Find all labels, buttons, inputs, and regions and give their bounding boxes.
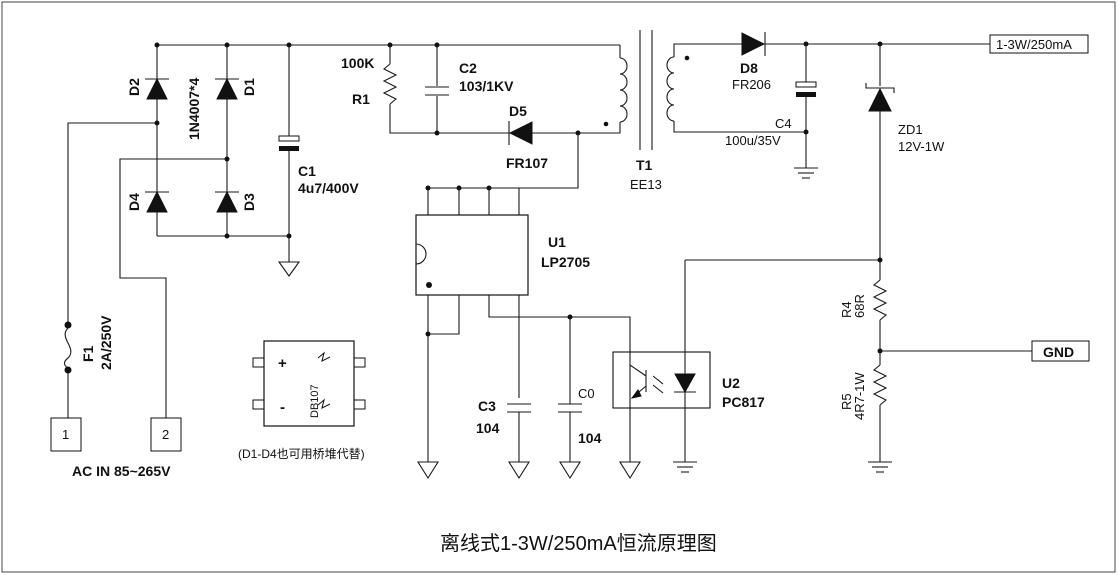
pin2-label: 2 bbox=[162, 427, 169, 442]
u2-ref: U2 bbox=[722, 375, 740, 391]
capacitor-c3 bbox=[507, 403, 531, 480]
d2-label: D2 bbox=[126, 78, 142, 96]
c0-value: 104 bbox=[578, 430, 602, 446]
ground-c1 bbox=[277, 261, 301, 277]
zd1-ref: ZD1 bbox=[898, 122, 923, 137]
c2-value: 103/1KV bbox=[459, 78, 514, 94]
db-plus: + bbox=[278, 355, 287, 372]
r5-ref: R5 bbox=[839, 393, 854, 410]
ground-u1 bbox=[417, 461, 439, 480]
f1-ref: F1 bbox=[80, 345, 96, 362]
bridge-rectifier bbox=[67, 44, 620, 418]
c1-ref: C1 bbox=[298, 163, 316, 179]
ac-input-label: AC IN 85~265V bbox=[72, 463, 171, 479]
diode-d2 bbox=[145, 77, 169, 100]
r4-value: 68R bbox=[852, 294, 867, 318]
resistor-r5 bbox=[868, 364, 892, 473]
d1-label: D1 bbox=[241, 78, 257, 96]
bridge-package-db107: + - DB107 bbox=[252, 340, 366, 427]
gnd-label: GND bbox=[1043, 344, 1074, 360]
ground-u2-transistor bbox=[619, 461, 641, 480]
ac-terminal-1: 1 bbox=[50, 417, 82, 452]
d3-label: D3 bbox=[241, 193, 257, 211]
r5-value: 4R7-1W bbox=[852, 372, 867, 420]
zener-zd1 bbox=[865, 44, 895, 280]
db-minus: - bbox=[280, 399, 285, 416]
capacitor-c1 bbox=[278, 135, 300, 151]
ac-terminal-2: 2 bbox=[150, 417, 182, 452]
output-terminal: 1-3W/250mA bbox=[989, 34, 1089, 54]
diode-d4 bbox=[145, 190, 169, 213]
diode-d8 bbox=[741, 32, 766, 56]
zd1-value: 12V-1W bbox=[898, 139, 945, 154]
gnd-terminal: GND bbox=[1031, 340, 1090, 362]
d5-value: FR107 bbox=[506, 155, 548, 171]
db-ref: DB107 bbox=[309, 384, 321, 418]
diode-d1 bbox=[215, 77, 239, 100]
capacitor-c0 bbox=[558, 317, 582, 480]
c0-ref: C0 bbox=[578, 386, 595, 401]
diagram-title: 离线式1-3W/250mA恒流原理图 bbox=[440, 532, 717, 555]
u1-ref: U1 bbox=[548, 234, 566, 250]
u2-value: PC817 bbox=[722, 394, 765, 410]
r4-ref: R4 bbox=[839, 301, 854, 318]
diode-d3 bbox=[215, 190, 239, 213]
r1-ref: R1 bbox=[352, 91, 370, 107]
u1-value: LP2705 bbox=[541, 254, 590, 270]
d5-ref: D5 bbox=[509, 103, 527, 119]
diode-part-label: 1N4007*4 bbox=[186, 78, 202, 140]
t1-value: EE13 bbox=[630, 177, 662, 192]
transformer-t1 bbox=[578, 30, 806, 150]
d8-value: FR206 bbox=[732, 77, 771, 92]
c1-value: 4u7/400V bbox=[298, 180, 359, 196]
pin1-label: 1 bbox=[62, 427, 69, 442]
ic-u1 bbox=[415, 214, 631, 462]
c3-value: 104 bbox=[476, 420, 500, 436]
db-note: (D1-D4也可用桥堆代替) bbox=[238, 447, 365, 461]
f1-value: 2A/250V bbox=[98, 315, 114, 370]
output-label: 1-3W/250mA bbox=[996, 37, 1072, 52]
c2-ref: C2 bbox=[459, 60, 477, 76]
capacitor-c4 bbox=[794, 44, 818, 179]
d8-ref: D8 bbox=[740, 60, 758, 76]
c4-ref: C4 bbox=[775, 116, 792, 131]
t1-ref: T1 bbox=[636, 157, 653, 173]
diode-d5 bbox=[508, 121, 533, 145]
c3-ref: C3 bbox=[478, 398, 496, 414]
optocoupler-u2 bbox=[612, 260, 711, 473]
fuse-f1 bbox=[63, 321, 72, 374]
resistor-r4 bbox=[872, 279, 888, 365]
d4-label: D4 bbox=[126, 193, 142, 211]
r1-value: 100K bbox=[341, 55, 374, 71]
c4-value: 100u/35V bbox=[725, 133, 781, 148]
